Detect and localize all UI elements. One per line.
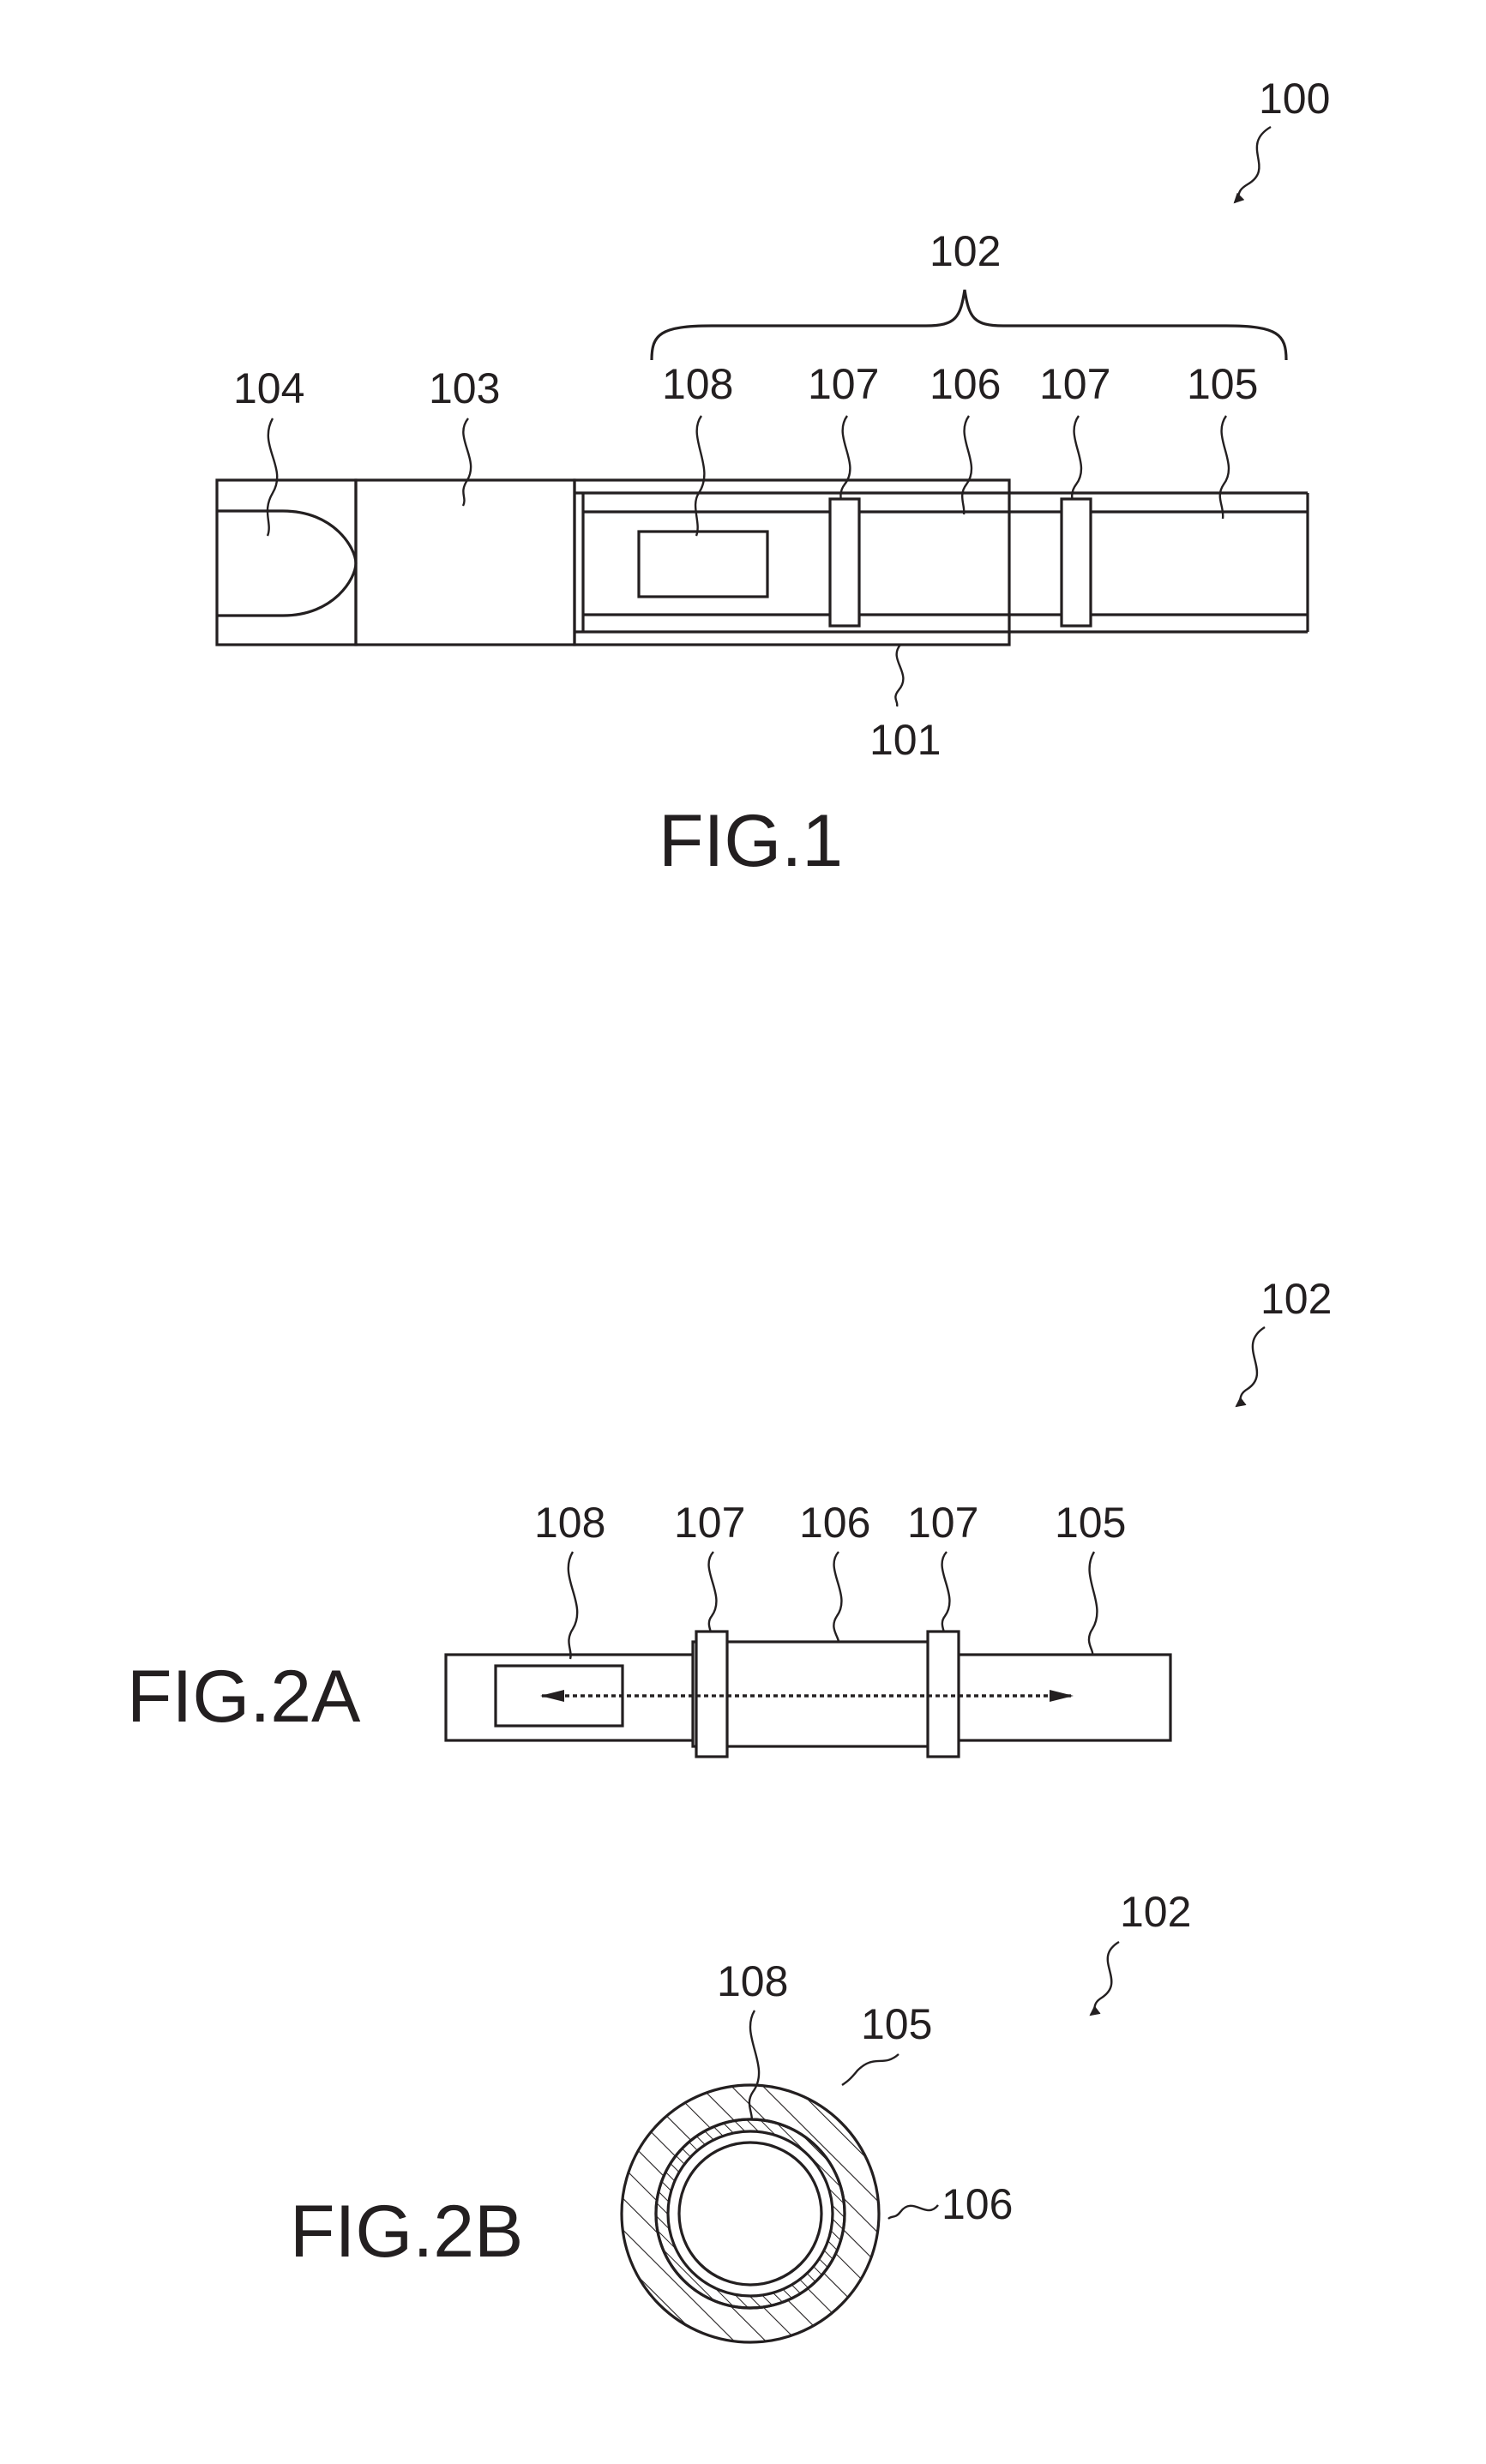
band-107-right	[1062, 499, 1091, 626]
figure-2a: 102 108 107 106 107 105 FIG.2A	[127, 1275, 1332, 1757]
block-103	[356, 480, 575, 645]
label-2b-105: 105	[861, 2000, 932, 2048]
label-102: 102	[930, 227, 1001, 275]
label-2b-108: 108	[717, 1957, 788, 2005]
label-104: 104	[233, 364, 304, 412]
window-ring-108	[679, 2142, 821, 2285]
leader-105	[1220, 416, 1229, 519]
leader-2a-105	[1089, 1552, 1097, 1655]
label-107-right: 107	[1039, 360, 1110, 408]
leader-104	[268, 418, 277, 536]
label-2a-107-left: 107	[674, 1499, 745, 1547]
label-105: 105	[1187, 360, 1258, 408]
label-2a-105: 105	[1055, 1499, 1126, 1547]
label-107-left: 107	[808, 360, 879, 408]
label-100: 100	[1259, 75, 1330, 123]
leader-101	[895, 645, 903, 706]
leader-106	[962, 416, 972, 514]
label-108: 108	[662, 360, 733, 408]
leader-2a-107-right	[942, 1552, 950, 1639]
label-101: 101	[869, 716, 941, 764]
band-2a-107-left	[696, 1632, 727, 1757]
leader-2a-108	[569, 1552, 577, 1659]
caption-fig2b: FIG.2B	[290, 2191, 523, 2273]
label-2a-108: 108	[534, 1499, 605, 1547]
label-106: 106	[930, 360, 1001, 408]
label-2a-106: 106	[799, 1499, 870, 1547]
device-body	[217, 480, 1308, 645]
leader-2a-106	[833, 1552, 841, 1644]
leader-2b-102	[1091, 1942, 1119, 2015]
band-107-left	[830, 499, 859, 626]
figure-2b: 102 108 105 106 FIG.2B	[290, 1888, 1191, 2342]
label-2a-102: 102	[1260, 1275, 1332, 1323]
sleeve-106	[693, 1642, 938, 1746]
label-2a-107-right: 107	[907, 1499, 978, 1547]
tube-2a	[446, 1632, 1170, 1757]
band-2a-107-right	[928, 1632, 959, 1757]
label-2b-102: 102	[1120, 1888, 1191, 1936]
leader-2b-106	[888, 2205, 938, 2219]
cap-section-104	[217, 480, 356, 645]
leader-2a-102	[1236, 1327, 1265, 1406]
cross-section-2b	[622, 2085, 879, 2342]
window-108	[639, 532, 767, 597]
label-2b-106: 106	[942, 2180, 1013, 2228]
caption-fig1: FIG.1	[659, 800, 843, 882]
label-103: 103	[429, 364, 500, 412]
leader-100	[1235, 127, 1271, 202]
leader-2a-107-left	[709, 1552, 717, 1639]
leader-2b-105	[842, 2054, 899, 2085]
dome-104	[257, 511, 356, 616]
leader-103	[463, 418, 471, 506]
brace-102	[652, 290, 1286, 360]
figure-1: 100 102 104 103 108 107 106 107 105	[217, 75, 1330, 882]
caption-fig2a: FIG.2A	[127, 1656, 361, 1738]
leader-108	[695, 416, 704, 536]
